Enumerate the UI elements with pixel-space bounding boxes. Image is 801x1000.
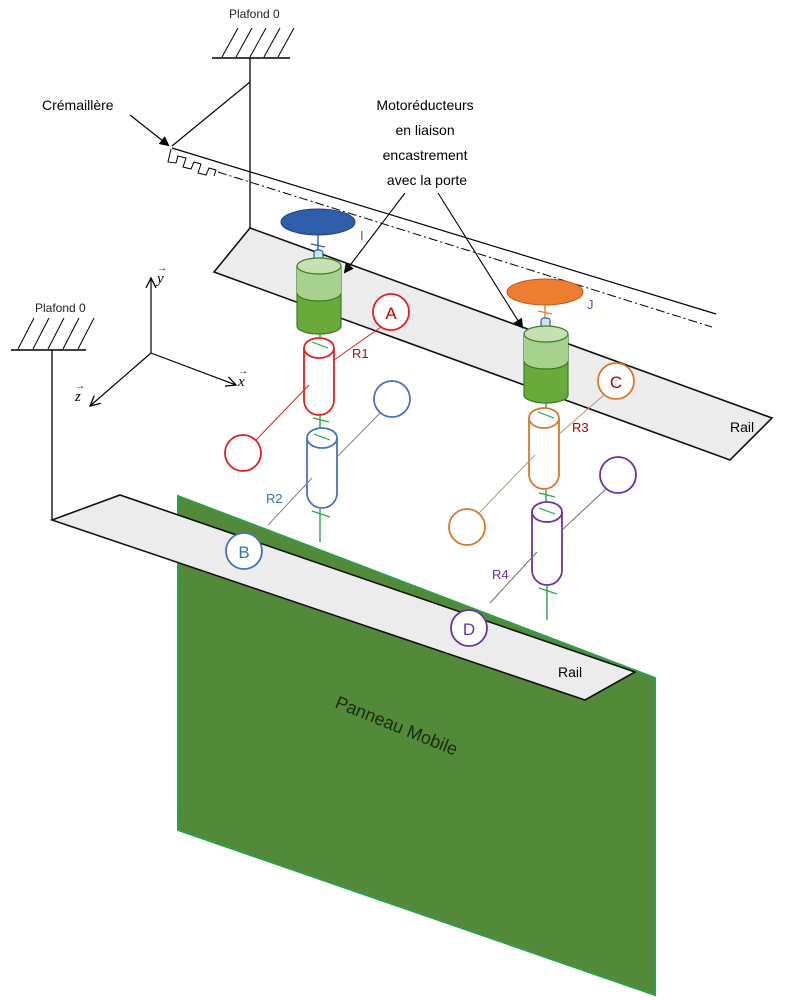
shaft-right-2-tick-a	[538, 492, 556, 498]
motor-left-top-band	[297, 266, 341, 301]
shaft-right-2-tick-b	[538, 507, 556, 515]
roller-D	[450, 609, 488, 647]
motor-left-top	[296, 257, 342, 275]
shaft-left-3-tick	[311, 510, 331, 518]
shaft-left-2-tick-a	[312, 417, 330, 423]
roller-D-upper	[599, 456, 637, 494]
roller-C	[597, 362, 635, 400]
motor-note-line-3: encastrement	[383, 147, 468, 163]
motor-note: Motoréducteurs en liaison encastrement a…	[343, 97, 524, 329]
axis-y-label: y	[155, 271, 164, 287]
cylinder-R3-top	[528, 407, 560, 429]
roller-B-label: B	[238, 543, 249, 562]
ceiling-left-label: Plafond 0	[35, 301, 86, 315]
rack: Crémaillère	[42, 97, 717, 328]
axis-z-vector-arrow: →	[75, 381, 85, 392]
arm-R2-upper	[336, 412, 381, 458]
motor-assembly-right: J C R3 R4 D	[448, 278, 637, 647]
motor-right-band-edge	[523, 360, 569, 370]
ceiling-left: Plafond 0	[11, 301, 95, 520]
pinion-J-shaft-tick	[537, 310, 553, 315]
pinion-I-shaft-tick	[310, 243, 326, 248]
shaft-left-1-tick	[311, 341, 329, 349]
roller-D-label: D	[463, 620, 475, 639]
arm-R4-lower	[489, 551, 538, 604]
ceiling-left-hatch	[17, 317, 95, 350]
motor-note-arrow-right	[437, 192, 524, 329]
ceiling-top-label: Plafond 0	[229, 7, 280, 21]
roller-A-lower	[224, 434, 262, 472]
pinion-I-label: I	[360, 228, 364, 243]
arm-R1-label: R1	[352, 346, 369, 361]
arm-R1-upper	[333, 326, 382, 361]
axis-z-arrow	[90, 352, 152, 406]
shaft-left-2-tick-b	[313, 433, 331, 441]
axis-z-label: z	[74, 389, 81, 405]
rack-bracket	[171, 81, 251, 147]
pinion-J	[506, 278, 584, 306]
motor-assembly-left: I A R1 R2 B	[224, 208, 411, 570]
motor-note-line-2: en liaison	[395, 122, 454, 138]
cylinder-R3	[528, 418, 560, 490]
rack-arrow	[129, 114, 170, 147]
motor-note-line-4: avec la porte	[387, 172, 467, 188]
arm-R4-upper	[561, 488, 607, 531]
arm-R1-lower	[255, 384, 310, 441]
rack-top-line	[171, 147, 717, 315]
motor-right-top	[523, 325, 569, 343]
arm-R3-upper	[558, 394, 605, 435]
cylinder-R4	[531, 512, 563, 586]
ceiling-top-hatch	[221, 27, 295, 58]
motor-note-line-1: Motoréducteurs	[376, 97, 473, 113]
axis-y-vector-arrow: →	[157, 263, 167, 274]
motor-note-text: Motoréducteurs en liaison encastrement a…	[376, 97, 477, 188]
pinion-J-label: J	[587, 297, 594, 312]
arm-R2-label: R2	[266, 491, 283, 506]
rail-upper-label: Rail	[730, 419, 754, 435]
axis-x-vector-arrow: →	[238, 366, 248, 377]
axis-x-label: x	[237, 374, 245, 390]
cylinder-R1	[303, 348, 335, 416]
shaft-right-3-tick	[538, 587, 558, 595]
axis-x-arrow	[150, 352, 236, 385]
motor-note-arrow-left	[343, 192, 406, 274]
arm-R2-lower	[267, 477, 313, 526]
rack-pitch-line	[217, 171, 713, 328]
roller-A	[372, 293, 410, 331]
arm-R3-lower	[478, 454, 536, 514]
rail-lower-label: Rail	[558, 664, 582, 680]
motor-right-top-band	[524, 334, 568, 369]
mobile-panel	[177, 494, 656, 997]
roller-B-upper	[373, 380, 411, 418]
cylinder-R2-top	[306, 427, 338, 449]
arm-R4-label: R4	[492, 567, 509, 582]
coordinate-system: y → x → z →	[74, 263, 248, 406]
cylinder-R1-top	[303, 337, 335, 359]
cylinder-R2	[306, 438, 338, 509]
roller-C-lower	[448, 508, 486, 546]
cylinder-R4-top	[531, 501, 563, 523]
roller-B	[225, 532, 263, 570]
rack-label: Crémaillère	[42, 97, 114, 113]
pinion-I	[280, 208, 356, 236]
rack-teeth	[167, 148, 217, 177]
arm-R3-label: R3	[572, 420, 589, 435]
roller-A-label: A	[385, 304, 397, 323]
rail-lower	[49, 494, 637, 701]
motor-left-band-edge	[296, 292, 342, 302]
ceiling-top: Plafond 0	[171, 7, 295, 228]
roller-C-label: C	[610, 373, 622, 392]
shaft-right-1-tick	[537, 411, 555, 419]
rail-upper	[212, 227, 774, 461]
